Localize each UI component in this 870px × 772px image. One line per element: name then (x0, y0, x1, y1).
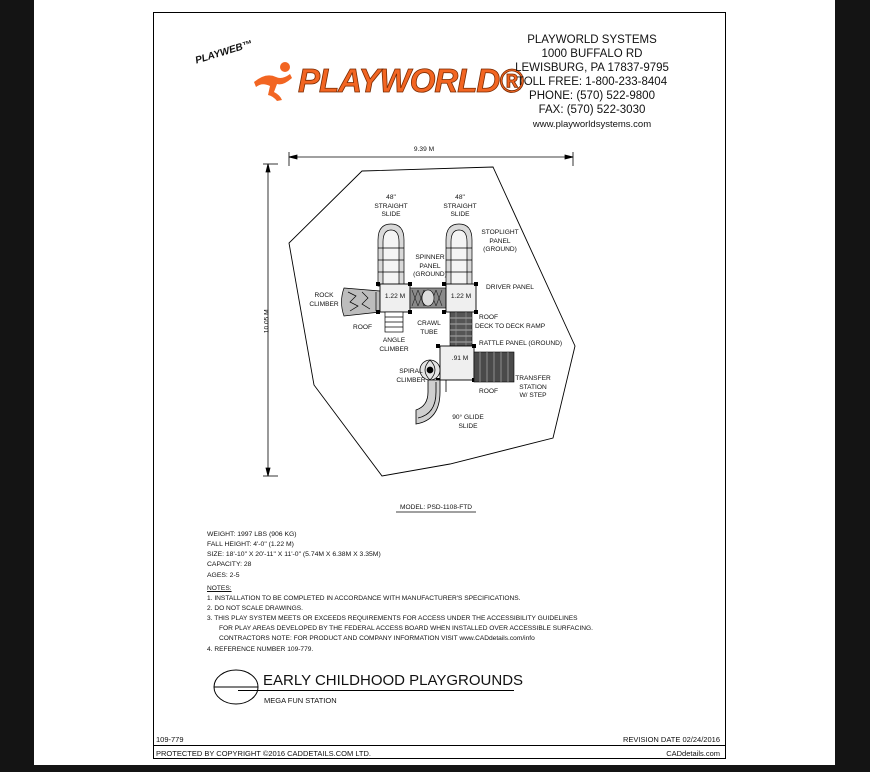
title-symbol-icon (213, 669, 259, 705)
revision-date: REVISION DATE 02/24/2016 (623, 735, 720, 744)
note-3-line-2: FOR PLAY AREAS DEVELOPED BY THE FEDERAL … (219, 625, 593, 632)
sheet-border (153, 12, 726, 759)
spec-fall-height: FALL HEIGHT: 4'-0" (1.22 M) (207, 541, 294, 548)
deck-to-deck-ramp (449, 311, 473, 347)
title-sub: MEGA FUN STATION (264, 696, 337, 705)
playworld-logo-text: PLAYWORLD® (298, 62, 524, 100)
crawl-tube (409, 287, 447, 309)
label-rattle-panel: RATTLE PANEL (GROUND) (479, 340, 563, 347)
note-1: 1. INSTALLATION TO BE COMPLETED IN ACCOR… (207, 595, 521, 602)
title-main: EARLY CHILDHOOD PLAYGROUNDS (263, 672, 524, 689)
deck-right (445, 283, 477, 313)
spec-ages: AGES: 2-5 (207, 572, 240, 579)
straight-slide-right (445, 223, 473, 287)
label-roof-lower: ROOF (479, 388, 499, 395)
cad-details: CADdetails.com (666, 749, 720, 758)
spiral-climber (419, 359, 441, 381)
transfer-station (473, 351, 515, 383)
angle-climber (384, 311, 404, 333)
spec-capacity: CAPACITY: 28 (207, 561, 252, 568)
company-address-2: LEWISBURG, PA 17837-9795 (515, 62, 669, 74)
note-2: 2. DO NOT SCALE DRAWINGS. (207, 605, 303, 612)
notes-heading: NOTES: (207, 585, 232, 592)
playworld-figure-icon (254, 62, 292, 101)
label-height-left: 1.22 M (384, 293, 406, 300)
height-dimension-label: 10.05 M (263, 309, 271, 334)
drawing-reference: 109-779 (156, 735, 184, 744)
spec-weight: WEIGHT: 1997 LBS (906 KG) (207, 531, 297, 538)
footer-divider (153, 745, 726, 746)
company-fax: FAX: (570) 522-3030 (538, 104, 646, 116)
company-tollfree: TOLL FREE: 1-800-233-8404 (516, 76, 668, 88)
label-height-lower: .91 M (451, 355, 469, 362)
company-website: www.playworldsystems.com (532, 119, 652, 130)
label-height-right: 1.22 M (450, 293, 472, 300)
label-driver-panel: DRIVER PANEL (486, 284, 534, 291)
rock-climber (341, 287, 381, 317)
company-phone: PHONE: (570) 522-9800 (529, 90, 655, 102)
note-4: 4. REFERENCE NUMBER 109-779. (207, 646, 314, 653)
spec-size: SIZE: 18'-10" X 20'-11" X 11'-0" (5.74M … (207, 551, 381, 558)
label-roof-left: ROOF (353, 324, 373, 331)
glide-slide-90 (415, 379, 447, 425)
note-3: 3. THIS PLAY SYSTEM MEETS OR EXCEEDS REQ… (207, 615, 578, 622)
deck-lower (439, 345, 475, 381)
company-name: PLAYWORLD SYSTEMS (527, 34, 657, 46)
straight-slide-left (377, 223, 405, 287)
model-number: MODEL: PSD-1108-FTD (399, 504, 473, 511)
copyright: PROTECTED BY COPYRIGHT ©2016 CADDETAILS.… (156, 749, 372, 758)
company-address-1: 1000 BUFFALO RD (541, 48, 643, 60)
note-3-line-3: CONTRACTORS NOTE: FOR PRODUCT AND COMPAN… (219, 635, 535, 642)
title-divider (238, 690, 514, 691)
use-zone-boundary (288, 166, 576, 477)
width-dimension-label: 9.39 M (413, 146, 435, 153)
